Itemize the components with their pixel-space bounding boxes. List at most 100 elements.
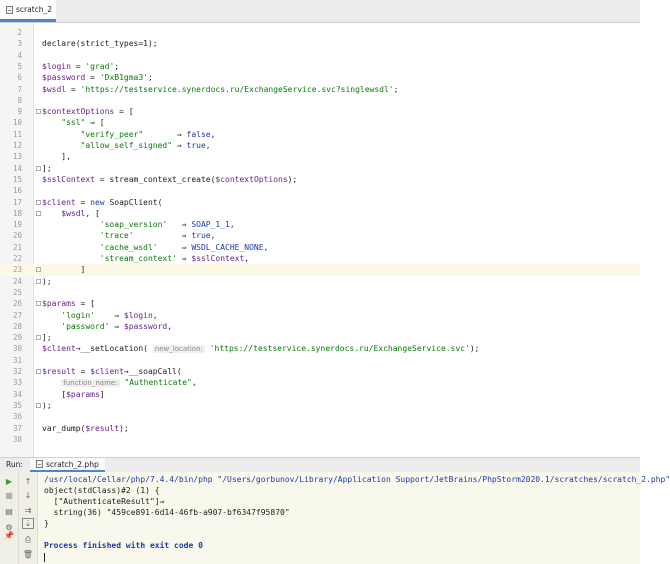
code-line[interactable]: 9$contextOptions = [ bbox=[0, 106, 640, 118]
code-line[interactable]: 16 bbox=[0, 185, 640, 197]
settings-icon[interactable]: ⚙ bbox=[5, 523, 13, 532]
code-text: 'password' ⇒ $password, bbox=[61, 321, 173, 331]
trash-icon[interactable]: 🗑 bbox=[22, 550, 34, 559]
line-number: 2 bbox=[17, 28, 22, 37]
line-number: 22 bbox=[12, 254, 22, 263]
line-number: 35 bbox=[12, 400, 22, 410]
code-line[interactable]: 3 declare(strict_types=1); bbox=[0, 38, 640, 50]
code-line[interactable]: 14]; bbox=[0, 163, 640, 175]
code-text: $wsdl, [ bbox=[61, 208, 100, 218]
tab-scratch-2[interactable]: scratch_2 bbox=[0, 0, 56, 22]
code-line[interactable]: 8 bbox=[0, 95, 640, 107]
line-number: 34 bbox=[12, 389, 22, 399]
line-number: 3 bbox=[17, 39, 22, 49]
soft-wrap-icon[interactable]: ⇉ bbox=[24, 506, 32, 515]
code-line[interactable]: 4 bbox=[0, 50, 640, 62]
run-console[interactable]: ▶ ■ ▤ ⚙ 📌 ↑ ↓ ⇉ ⇣ ⎙ 🗑 /usr/local/Cellar/… bbox=[0, 472, 670, 564]
code-text: 'trace' ⇒ true, bbox=[99, 231, 216, 241]
code-line[interactable]: 31 bbox=[0, 355, 640, 367]
line-number: 5 bbox=[17, 61, 22, 71]
code-text: "verify_peer" ⇒ false, bbox=[80, 129, 216, 139]
console-output-line: string(36) "459ce891-6d14-46fb-a907-bf63… bbox=[44, 508, 290, 517]
code-line[interactable]: 35); bbox=[0, 400, 640, 412]
run-tab-scratch-2-php[interactable]: scratch_2.php bbox=[30, 458, 105, 472]
line-number: 13 bbox=[12, 152, 22, 162]
code-text: function_name: "Authenticate", bbox=[61, 378, 197, 388]
code-line[interactable]: 7$wsdl = 'https://testservice.synerdocs.… bbox=[0, 84, 640, 96]
console-output-line: object(stdClass)#2 (1) { bbox=[44, 486, 160, 495]
rerun-icon[interactable]: ▶ bbox=[5, 477, 13, 486]
pin-icon[interactable]: 📌 bbox=[4, 531, 14, 540]
fold-marker-icon[interactable] bbox=[36, 335, 41, 341]
code-line[interactable]: 34 [$params] bbox=[0, 389, 640, 401]
code-line[interactable]: 6 $password = 'DxB1gma3'; bbox=[0, 72, 640, 84]
fold-marker-icon[interactable] bbox=[36, 369, 41, 374]
code-line[interactable]: 32 $result = $client→__soapCall( bbox=[0, 366, 640, 378]
fold-marker-icon[interactable] bbox=[36, 278, 41, 284]
fold-marker-icon[interactable] bbox=[36, 165, 41, 171]
fold-marker-icon[interactable] bbox=[36, 402, 41, 408]
line-number: 16 bbox=[12, 186, 22, 196]
run-tool-window-header: Run: scratch_2.php bbox=[0, 457, 640, 473]
code-line[interactable]: 18 $wsdl, [ bbox=[0, 208, 640, 220]
code-line[interactable]: 26$params = [ bbox=[0, 298, 640, 310]
code-line[interactable]: 29]; bbox=[0, 332, 640, 344]
code-text: $login = 'grad'; bbox=[42, 61, 120, 71]
code-line[interactable]: 21 'cache_wsdl' ⇒ WSDL_CACHE_NONE, bbox=[0, 242, 640, 254]
code-line[interactable]: 36 bbox=[0, 411, 640, 423]
code-line[interactable]: 27 'login' ⇒ $login, bbox=[0, 310, 640, 322]
line-number-gutter bbox=[0, 23, 34, 457]
code-line[interactable]: 13 ], bbox=[0, 151, 640, 163]
code-line[interactable]: 22 'stream_context' ⇒ $sslContext, bbox=[0, 253, 640, 265]
console-exit-status: Process finished with exit code 0 bbox=[44, 541, 203, 550]
code-line[interactable]: 2 bbox=[0, 27, 640, 39]
code-text: ]; bbox=[42, 333, 52, 343]
line-number: 32 bbox=[12, 367, 22, 376]
code-text: ); bbox=[42, 276, 52, 286]
tab-label: scratch_2 bbox=[16, 5, 53, 14]
code-text: ); bbox=[42, 400, 52, 410]
stop-icon[interactable]: ■ bbox=[5, 491, 13, 500]
line-number: 11 bbox=[12, 129, 22, 139]
code-line[interactable]: 25 bbox=[0, 287, 640, 299]
code-line[interactable]: 38 bbox=[0, 434, 640, 446]
code-text: $result = $client→__soapCall( bbox=[42, 367, 182, 376]
php-file-icon bbox=[6, 5, 13, 14]
arrow-up-icon[interactable]: ↑ bbox=[24, 477, 32, 486]
fold-marker-icon[interactable] bbox=[36, 210, 41, 216]
code-text: $client→__setLocation( new_location: 'ht… bbox=[42, 344, 480, 354]
code-text: declare(strict_types=1); bbox=[42, 39, 158, 49]
code-text: $contextOptions = [ bbox=[42, 107, 134, 117]
code-line[interactable]: 5 $login = 'grad'; bbox=[0, 61, 640, 73]
code-line[interactable]: 12 "allow_self_signed" ⇒ true, bbox=[0, 140, 640, 152]
code-line[interactable]: 28 'password' ⇒ $password, bbox=[0, 321, 640, 333]
code-line[interactable]: 33 function_name: "Authenticate", bbox=[0, 377, 640, 389]
code-line[interactable]: 20 'trace' ⇒ true, bbox=[0, 230, 640, 242]
code-line[interactable]: 17$client = new SoapClient( bbox=[0, 197, 640, 209]
code-line[interactable]: 10 "ssl" ⇒ [ bbox=[0, 117, 640, 129]
line-number: 6 bbox=[17, 73, 22, 83]
line-number: 26 bbox=[12, 299, 22, 309]
fold-marker-icon[interactable] bbox=[36, 267, 41, 273]
fold-marker-icon[interactable] bbox=[36, 109, 41, 115]
line-number: 10 bbox=[12, 118, 22, 128]
arrow-down-icon[interactable]: ↓ bbox=[24, 491, 32, 500]
scroll-to-end-icon[interactable]: ⇣ bbox=[22, 518, 34, 529]
layout-icon[interactable]: ▤ bbox=[5, 507, 13, 516]
code-line[interactable]: 19 'soap_version' ⇒ SOAP_1_1, bbox=[0, 219, 640, 231]
code-line[interactable]: 24); bbox=[0, 276, 640, 288]
fold-marker-icon[interactable] bbox=[36, 301, 41, 307]
code-line[interactable]: 23 ] bbox=[0, 264, 640, 277]
line-number: 18 bbox=[12, 208, 22, 218]
code-text: $password = 'DxB1gma3'; bbox=[42, 73, 153, 83]
print-icon[interactable]: ⎙ bbox=[24, 534, 32, 544]
code-line[interactable]: 30$client→__setLocation( new_location: '… bbox=[0, 343, 640, 355]
code-line[interactable]: 11 "verify_peer" ⇒ false, bbox=[0, 129, 640, 141]
code-line[interactable]: 15$sslContext = stream_context_create($c… bbox=[0, 174, 640, 186]
fold-marker-icon[interactable] bbox=[36, 199, 41, 205]
console-output-line: ["AuthenticateResult"]⇒ bbox=[44, 497, 165, 506]
code-text: ]; bbox=[42, 163, 52, 173]
